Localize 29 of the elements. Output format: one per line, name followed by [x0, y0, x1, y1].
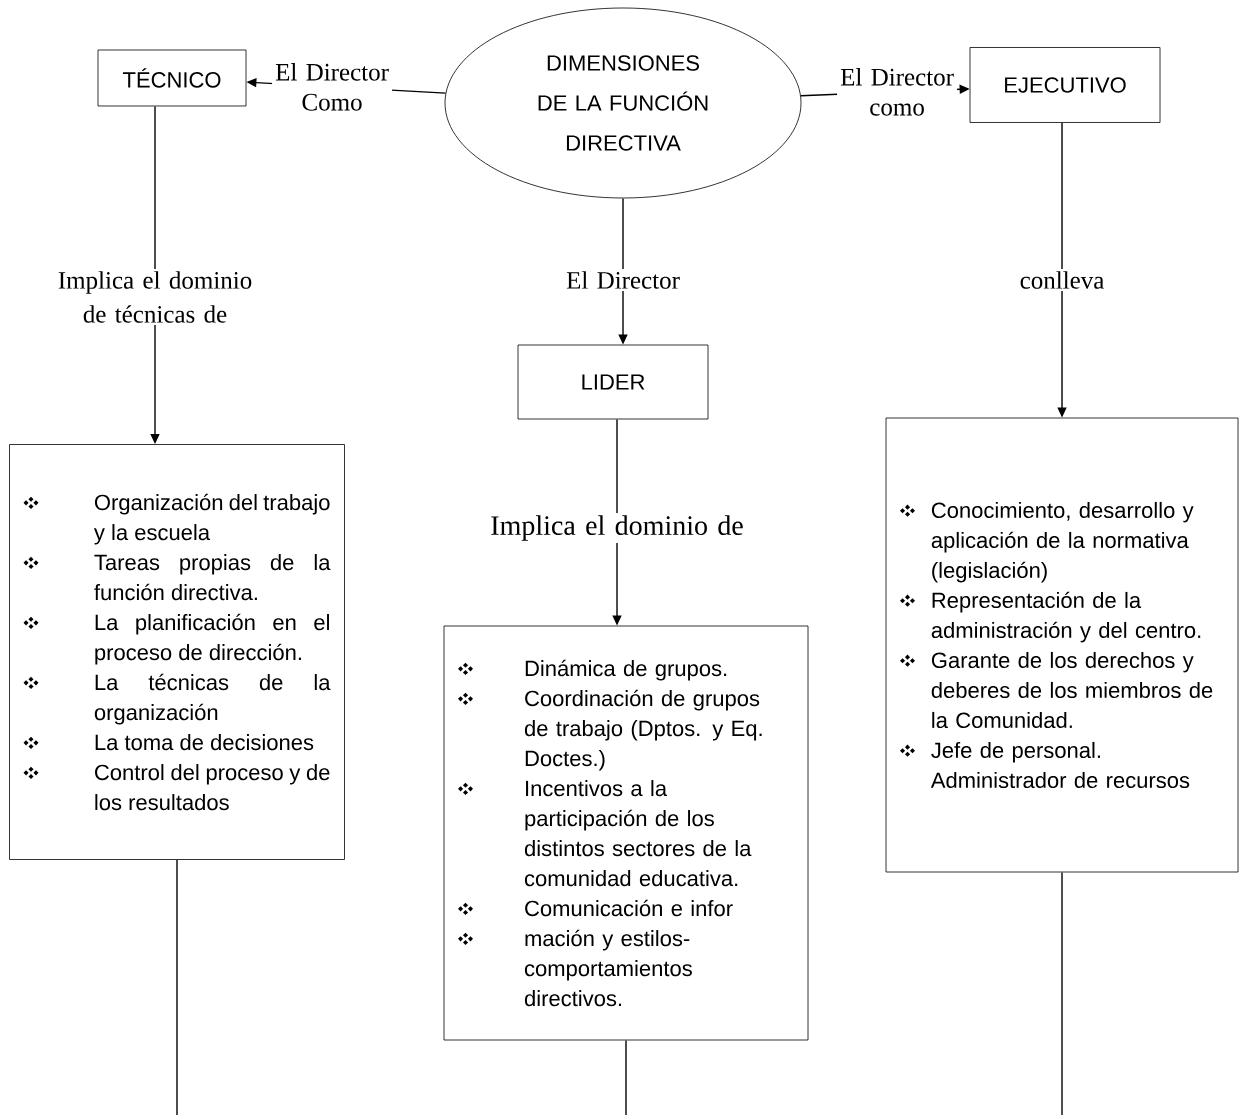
list-box: [443, 625, 809, 1041]
edge-label: El Director como: [837, 67, 958, 117]
list-item: Organización del trabajo y la escuela: [93, 493, 330, 545]
list-item: La toma de decisiones: [95, 734, 314, 751]
list-item: Conocimiento, desarrollo y aplicación de la normativa (legislación): [931, 501, 1194, 583]
list-item: Control del proceso y de los resultados: [95, 764, 330, 811]
list-item: Tareas propias de la función directiva.: [94, 554, 331, 601]
connector-text: conlleva: [1020, 271, 1105, 289]
edge-label: El Director Como: [272, 62, 393, 112]
concept-box: LIDER: [517, 344, 709, 420]
list-item: Jefe de personal. Administrador de recursos: [930, 741, 1190, 789]
connector-text: Implica el dominio de: [491, 515, 743, 541]
list-item: Comunicación e infor: [525, 899, 733, 917]
list-box: [885, 417, 1239, 873]
list-item: Garante de los derechos y deberes de los miembros de la Comunidad.: [931, 651, 1213, 729]
node-title: DIMENSIONES DE LA FUNCIÓN DIRECTIVA: [538, 55, 708, 151]
list-item: La técnicas de la organización: [94, 673, 331, 725]
list-item: Coordinación de grupos de trabajo (Dptos. y Eq. Doctes.): [524, 689, 762, 771]
concept-box: TÉCNICO: [97, 49, 247, 107]
list-item: mación y estilos-comportamientos directivos.: [524, 929, 692, 1007]
ellipse: [444, 7, 802, 199]
connector-text: El Director: [566, 271, 680, 289]
concept-box: EJECUTIVO: [969, 47, 1161, 123]
list-item: Representación de la administración y del centro.: [931, 591, 1201, 643]
connector-text: Implica el dominio de técnicas de: [58, 271, 252, 323]
list-item: Dinámica de grupos.: [525, 659, 727, 681]
list-item: Incentivos a la participación de los distintos sectores de la comunidad educativa.: [524, 780, 752, 887]
list-box: [9, 444, 345, 860]
list-item: La planificación en el proceso de dirección.: [95, 613, 329, 665]
